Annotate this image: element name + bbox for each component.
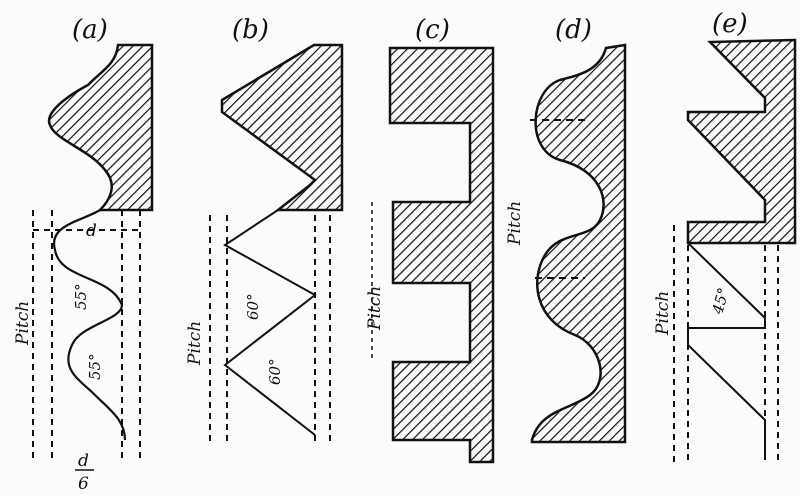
figure-b-pitch-label: Pitch [185, 321, 205, 366]
figure-b-thread-profile [223, 209, 317, 436]
figure-a-angle-top: 55° [72, 283, 90, 310]
figure-d-hatched-section [530, 43, 627, 444]
figure-a-guide-lines [32, 210, 141, 458]
figure-b-guide-lines [209, 215, 331, 445]
figure-a-fraction-numerator: d [78, 451, 89, 471]
figure-c-hatched-section [388, 46, 495, 464]
figure-e-angle-label: 45° [708, 286, 733, 317]
figure-e-pitch-label: Pitch [653, 291, 673, 336]
figure-b-hatched-section [220, 43, 344, 212]
figure-a-label: (a) [72, 15, 108, 45]
figure-e-buttress-thread: (e) Pitch 45° [653, 9, 797, 465]
figure-b-angle-bottom: 60° [266, 358, 284, 385]
figure-c-square-thread: (c) Pitch [365, 15, 495, 464]
figure-a-thread-profile [52, 209, 127, 441]
figure-d-pitch-label: Pitch [505, 201, 525, 246]
figure-a-pitch-label: Pitch [13, 301, 33, 346]
figure-b-angle-top: 60° [244, 293, 262, 320]
figure-e-hatched-section [686, 38, 797, 245]
figure-a-depth-label: d [86, 221, 97, 241]
figure-c-label: (c) [415, 15, 450, 45]
figure-a-fraction-denominator: 6 [78, 474, 89, 494]
figure-e-thread-profile [687, 242, 766, 460]
figure-b-label: (b) [232, 15, 269, 45]
figure-a-whitworth-thread: (a) d Pitch 55° 55° d 6 [13, 15, 154, 494]
figure-e-label: (e) [712, 9, 748, 39]
figure-a-hatched-section [47, 43, 154, 212]
figure-b-v-thread: (b) Pitch 60° 60° [185, 15, 344, 445]
figure-d-label: (d) [555, 15, 592, 45]
figure-d-pitch-lines [530, 119, 585, 279]
figure-a-angle-bottom: 55° [86, 353, 104, 380]
figure-e-guide-lines [673, 225, 779, 465]
figure-c-pitch-label: Pitch [365, 286, 385, 331]
figure-d-knuckle-thread: (d) Pitch [505, 15, 627, 444]
